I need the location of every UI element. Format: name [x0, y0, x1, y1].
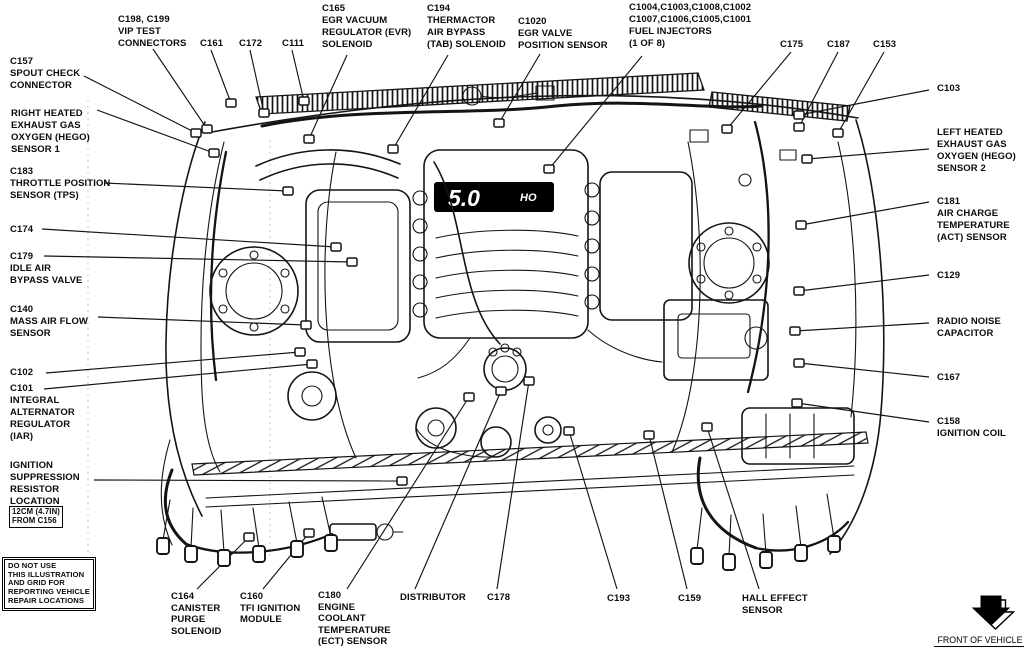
spark-plug-wires: [412, 182, 600, 318]
callout-c193: C193: [607, 593, 631, 604]
callout-c165-egr-vacuum-regulator: C165 EGR VACUUM REGULATOR (EVR) SOLENOID: [322, 3, 412, 50]
radiator-support: [191, 431, 869, 476]
callout-fuel-injectors: C1004,C1003,C1008,C1002 C1007,C1006,C100…: [629, 2, 752, 49]
callout-c129: C129: [937, 270, 961, 281]
connector-blobs: [156, 96, 844, 571]
callout-right-hego-sensor-1: RIGHT HEATED EXHAUST GAS OXYGEN (HEGO) S…: [11, 108, 90, 155]
right-valve-cover: [599, 171, 693, 321]
callout-c174: C174: [10, 224, 34, 235]
callout-c172: C172: [239, 38, 263, 49]
callout-c159: C159: [678, 593, 702, 604]
ignition-coil-bracket: [663, 299, 769, 381]
note-do-not-use-warning: DO NOT USE THIS ILLUSTRATION AND GRID FO…: [2, 557, 96, 611]
callout-c158-ignition-coil: C158 IGNITION COIL: [937, 416, 1006, 439]
callout-c178: C178: [487, 592, 511, 603]
callout-c101-iar: C101 INTEGRAL ALTERNATOR REGULATOR (IAR): [10, 383, 75, 442]
callout-c161: C161: [200, 38, 224, 49]
callout-vip-test-connectors: C198, C199 VIP TEST CONNECTORS: [118, 14, 187, 49]
callout-hall-effect-sensor: HALL EFFECT SENSOR: [742, 593, 808, 616]
front-of-vehicle-label: FRONT OF VEHICLE: [934, 635, 1024, 647]
battery-tray: [741, 407, 855, 465]
callout-c175: C175: [780, 39, 804, 50]
callout-c153: C153: [873, 39, 897, 50]
callout-c160-tfi-module: C160 TFI IGNITION MODULE: [240, 591, 301, 625]
callout-left-hego-sensor-2: LEFT HEATED EXHAUST GAS OXYGEN (HEGO) SE…: [937, 127, 1016, 174]
harness-connectors: [162, 493, 835, 557]
leader-lines: [41, 48, 930, 590]
distributor-cap: [483, 343, 527, 391]
engine-bay-art: 5.0 HO: [160, 72, 885, 557]
callout-c140: C140 MASS AIR FLOW SENSOR: [10, 304, 88, 339]
engine-badge-primary: 5.0: [448, 185, 480, 211]
engine-badge-secondary: HO: [520, 192, 537, 204]
callout-c179: C179 IDLE AIR BYPASS VALVE: [10, 251, 83, 286]
grid-lines: [87, 100, 271, 560]
callout-c1020-egr-valve-position: C1020 EGR VALVE POSITION SENSOR: [518, 16, 608, 51]
note-resistor-distance: 12CM (4.7IN) FROM C156: [9, 506, 63, 528]
callout-ignition-suppression-resistor: IGNITION SUPPRESSION RESISTOR LOCATION: [10, 460, 80, 507]
callout-c181-act-sensor: C181 AIR CHARGE TEMPERATURE (ACT) SENSOR: [937, 196, 1010, 243]
right-strut-tower: [688, 222, 770, 304]
callout-c102: C102: [10, 367, 34, 378]
callout-radio-noise-capacitor: RADIO NOISE CAPACITOR: [937, 316, 1001, 339]
callout-c167: C167: [937, 372, 961, 383]
left-valve-cover: [305, 189, 411, 343]
callout-c187: C187: [827, 39, 851, 50]
callout-c183: C183 THROTTLE POSITION SENSOR (TPS): [10, 166, 111, 201]
front-of-vehicle-arrow-icon: [971, 595, 1016, 630]
front-of-vehicle-marker: FRONT OF VEHICLE: [934, 594, 1024, 647]
callout-distributor: DISTRIBUTOR: [400, 592, 466, 603]
callout-c111: C111: [282, 38, 305, 49]
engine-badge: [434, 182, 554, 212]
wiring-harness: [163, 101, 850, 554]
callout-c194-thermactor-air-bypass: C194 THERMACTOR AIR BYPASS (TAB) SOLENOI…: [427, 3, 506, 50]
intake-manifold: 5.0 HO: [423, 149, 589, 339]
callout-c157: C157 SPOUT CHECK CONNECTOR: [10, 56, 81, 91]
callout-c164-canister-purge: C164 CANISTER PURGE SOLENOID: [171, 591, 222, 637]
callout-c180-ect-sensor: C180 ENGINE COOLANT TEMPERATURE (ECT) SE…: [318, 590, 391, 647]
air-intake-tube: [255, 149, 401, 167]
callout-c103: C103: [937, 83, 961, 94]
alternator: [287, 371, 337, 421]
